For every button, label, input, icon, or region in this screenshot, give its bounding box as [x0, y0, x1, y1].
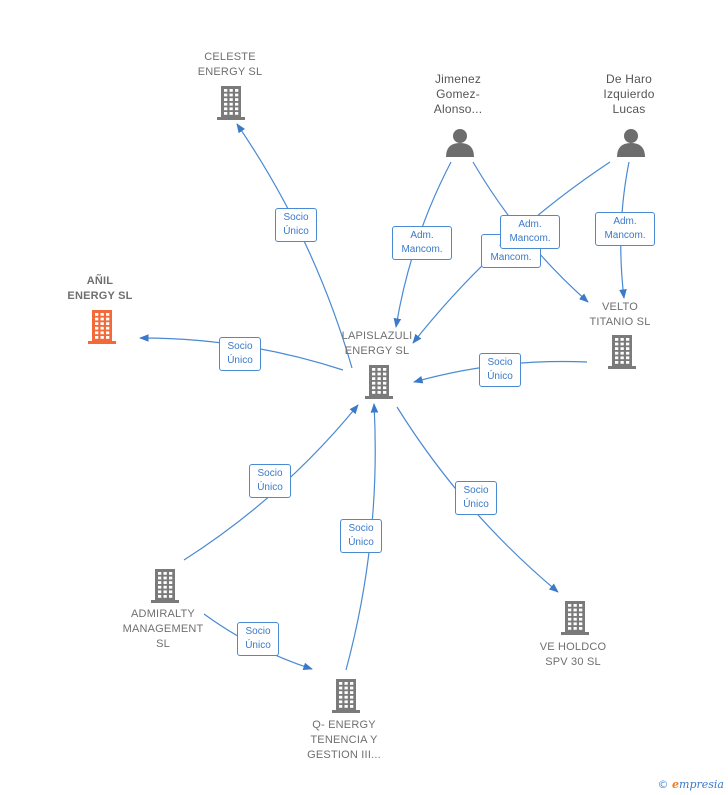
- node-label-lapislazuli[interactable]: LAPISLAZULI ENERGY SL: [341, 330, 413, 357]
- building-icon-anil[interactable]: [88, 310, 116, 344]
- node-label-jimenez[interactable]: Jimenez Gomez- Alonso...: [433, 72, 483, 116]
- edge-label-admiralty-to-qenergy[interactable]: Socio Único: [237, 622, 279, 656]
- building-icon-lapislazuli[interactable]: [365, 365, 393, 399]
- person-icon-jimenez[interactable]: [446, 129, 474, 157]
- edge-label-jimenez-to-velto[interactable]: Adm. Mancom.: [500, 215, 560, 249]
- node-label-admiralty[interactable]: ADMIRALTY MANAGEMENT SL: [122, 608, 204, 650]
- edge-label-jimenez-to-lapislazuli[interactable]: Adm. Mancom.: [392, 226, 452, 260]
- edge-label-lapislazuli-to-veholdco[interactable]: Socio Único: [455, 481, 497, 515]
- person-icon-deharo[interactable]: [617, 129, 645, 157]
- node-label-celeste[interactable]: CELESTE ENERGY SL: [197, 51, 263, 78]
- edge-label-qenergy-to-lapislazuli[interactable]: Socio Único: [340, 519, 382, 553]
- node-label-veholdco[interactable]: VE HOLDCO SPV 30 SL: [539, 641, 607, 668]
- building-icon-velto[interactable]: [608, 335, 636, 369]
- edge-label-velto-to-lapislazuli[interactable]: Socio Único: [479, 353, 521, 387]
- edge-label-lapislazuli-to-celeste[interactable]: Socio Único: [275, 208, 317, 242]
- brand-initial: e: [672, 778, 680, 791]
- building-icon-celeste[interactable]: [217, 86, 245, 120]
- empresia-logo[interactable]: © empresia: [658, 778, 724, 791]
- edge-label-admiralty-to-lapislazuli[interactable]: Socio Único: [249, 464, 291, 498]
- brand-name: mpresia: [679, 778, 724, 791]
- node-label-anil[interactable]: AÑIL ENERGY SL: [67, 275, 133, 302]
- node-label-velto[interactable]: VELTO TITANIO SL: [589, 301, 651, 328]
- edge-label-deharo-to-velto[interactable]: Adm. Mancom.: [595, 212, 655, 246]
- copyright-icon: ©: [657, 778, 669, 791]
- node-label-deharo[interactable]: De Haro Izquierdo Lucas: [603, 72, 655, 116]
- node-label-qenergy[interactable]: Q- ENERGY TENENCIA Y GESTION III...: [307, 719, 381, 761]
- building-icon-admiralty[interactable]: [151, 569, 179, 603]
- edge-label-lapislazuli-to-anil[interactable]: Socio Único: [219, 337, 261, 371]
- building-icon-qenergy[interactable]: [332, 679, 360, 713]
- building-icon-veholdco[interactable]: [561, 601, 589, 635]
